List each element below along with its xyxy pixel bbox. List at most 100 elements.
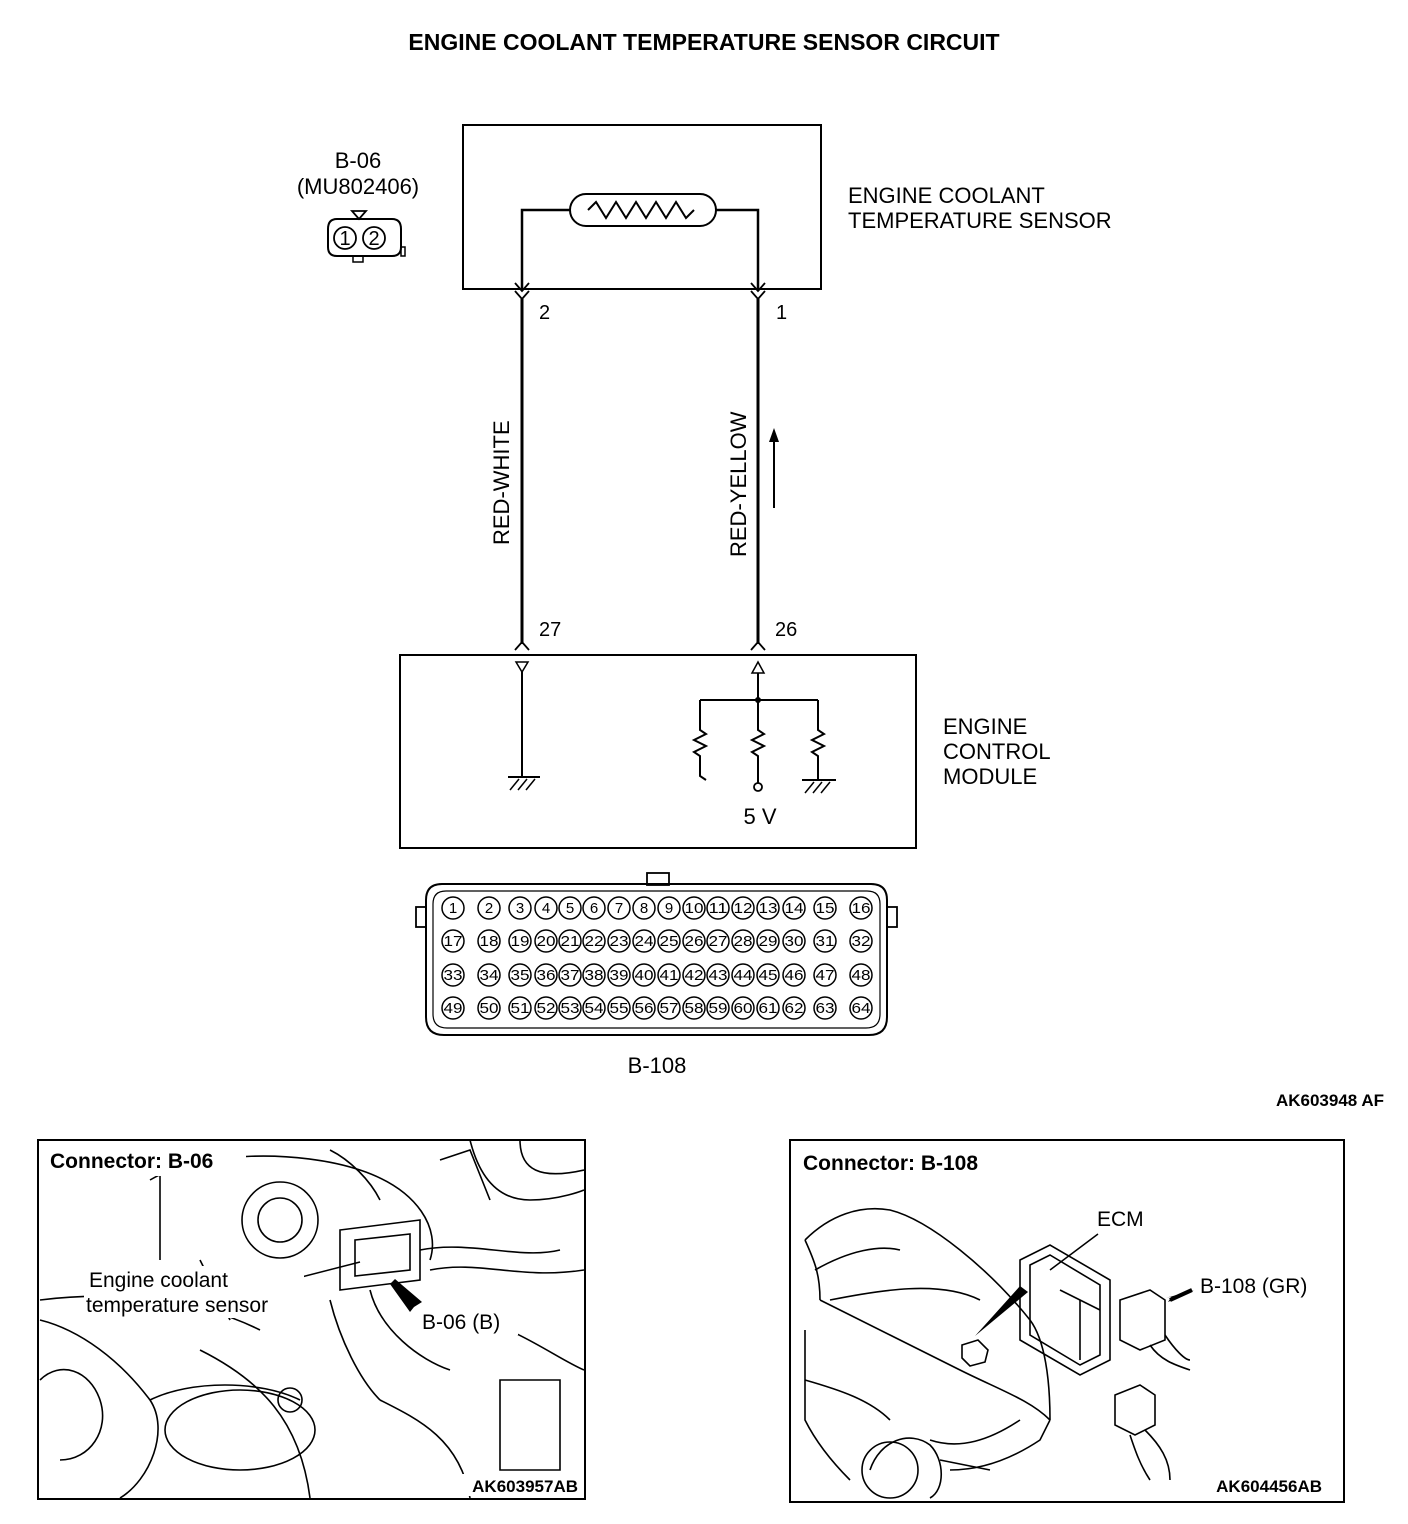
ecm-pin-circle	[657, 896, 681, 920]
ecm-pin-label: 55	[610, 1000, 629, 1017]
ecm-pin-circle	[477, 929, 501, 953]
ecm-pin-circle	[813, 996, 837, 1020]
ecm-pin-label: 36	[537, 967, 556, 984]
vehicle-illustration	[804, 1208, 1191, 1499]
sensor-box	[462, 124, 822, 290]
ecm-pin-label: 16	[852, 900, 871, 917]
ecm-pin-label: 1	[449, 900, 457, 917]
ecm-pin-circle	[534, 929, 558, 953]
photo-left-header: Connector: B-06	[50, 1150, 213, 1173]
ecm-pin-label: 43	[709, 967, 728, 984]
ecm-pin-label: 19	[511, 933, 530, 950]
sensor-terminal-1: 1	[776, 302, 787, 324]
ecm-pin-label: 64	[852, 1000, 871, 1017]
ecm-pin-circle	[508, 963, 532, 987]
ecm-pin-circle	[508, 896, 532, 920]
ecm-pin-label: 27	[709, 933, 728, 950]
ecm-pin-label: 48	[852, 967, 871, 984]
ecm-pin-label: 6	[590, 900, 598, 917]
ecm-pin-label: 47	[816, 967, 835, 984]
ecm-pin-label: 61	[759, 1000, 778, 1017]
ecm-pin-label: 4	[542, 900, 550, 917]
ecm-pin-circle	[508, 996, 532, 1020]
sensor-connector-id: B-06	[335, 148, 381, 173]
ecm-pin-circle	[632, 929, 656, 953]
ecm-pin-circle	[558, 929, 582, 953]
ecm-pin-label: 42	[685, 967, 704, 984]
ecm-pin-circle	[813, 896, 837, 920]
ecm-pin-circle	[582, 929, 606, 953]
ecm-pin-circle	[582, 996, 606, 1020]
ecm-pin-circle	[441, 963, 465, 987]
ecm-pin-circle	[706, 896, 730, 920]
ecm-pin-label: 24	[635, 933, 654, 950]
ecm-pin-circle	[607, 929, 631, 953]
ecm-pin-label: 45	[759, 967, 778, 984]
ecm-name-line3: MODULE	[943, 764, 1037, 789]
ecm-pin-label: 29	[759, 933, 778, 950]
ecm-pin-circle	[706, 929, 730, 953]
sensor-pin-1-label: 1	[339, 228, 350, 250]
ecm-pin-circle	[607, 996, 631, 1020]
ecm-pin-label: 17	[444, 933, 463, 950]
ecm-pin-label: 22	[585, 933, 604, 950]
ecm-pin-circle	[632, 963, 656, 987]
ecm-pin-label: 20	[537, 933, 556, 950]
ecm-pin-circle	[582, 963, 606, 987]
ecm-pin-circle	[849, 963, 873, 987]
ecm-pin-label: 57	[660, 1000, 679, 1017]
photo-left-label-line2: temperature sensor	[86, 1294, 268, 1317]
ecm-terminal-27: 27	[539, 619, 561, 641]
ecm-pin-circle	[731, 996, 755, 1020]
ecm-pin-circle	[657, 929, 681, 953]
sensor-name-line2: TEMPERATURE SENSOR	[848, 208, 1112, 233]
ecm-pin-label: 58	[685, 1000, 704, 1017]
ecm-pin-label: 39	[610, 967, 629, 984]
ecm-pin-circle	[782, 963, 806, 987]
ecm-pin-circle	[782, 929, 806, 953]
ecm-pin-label: 12	[734, 900, 753, 917]
ecm-pin-label: 28	[734, 933, 753, 950]
ecm-pin-label: 33	[444, 967, 463, 984]
ecm-name-line1: ENGINE	[943, 714, 1027, 739]
ecm-connector-face	[415, 872, 898, 1036]
ecm-pin-label: 38	[585, 967, 604, 984]
ecm-pin-circle	[756, 996, 780, 1020]
ecm-pin-label: 50	[480, 1000, 499, 1017]
diagram-title: ENGINE COOLANT TEMPERATURE SENSOR CIRCUI…	[408, 29, 999, 55]
ecm-pin-label: 30	[785, 933, 804, 950]
ecm-terminal-26: 26	[775, 619, 797, 641]
ecm-pin-circle	[731, 896, 755, 920]
ecm-pin-label: 51	[511, 1000, 530, 1017]
ecm-pin-circle	[558, 896, 582, 920]
ecm-pin-circle	[441, 896, 465, 920]
sensor-pin-2-label: 2	[368, 228, 379, 250]
ecm-pin-label: 63	[816, 1000, 835, 1017]
ecm-pin-label: 23	[610, 933, 629, 950]
ecm-pin-circle	[441, 996, 465, 1020]
ecm-pin-label: 15	[816, 900, 835, 917]
ecm-pin-circle	[477, 996, 501, 1020]
ecm-pin-label: 10	[685, 900, 704, 917]
ecm-pin-label: 56	[635, 1000, 654, 1017]
ecm-supply-voltage: 5 V	[743, 804, 776, 829]
ecm-pin-label: 18	[480, 933, 499, 950]
ecm-pin-label: 32	[852, 933, 871, 950]
ecm-pin-circle	[849, 996, 873, 1020]
ecm-pin-circle	[849, 929, 873, 953]
ecm-pin-circle	[813, 963, 837, 987]
ecm-pin-circle	[477, 896, 501, 920]
ecm-pin-circle	[682, 929, 706, 953]
ecm-pin-circle	[782, 896, 806, 920]
ecm-pin-circle	[706, 963, 730, 987]
ecm-pin-label: 53	[561, 1000, 580, 1017]
ecm-pin-circle	[632, 996, 656, 1020]
ecm-pin-label: 41	[660, 967, 679, 984]
diagram-reference: AK603948 AF	[1276, 1091, 1384, 1110]
ecm-pin-circle	[731, 929, 755, 953]
ecm-pin-label: 9	[665, 900, 673, 917]
ecm-pin-circle	[558, 963, 582, 987]
ecm-pin-label: 5	[566, 900, 574, 917]
ecm-connector-id: B-108	[628, 1053, 687, 1078]
